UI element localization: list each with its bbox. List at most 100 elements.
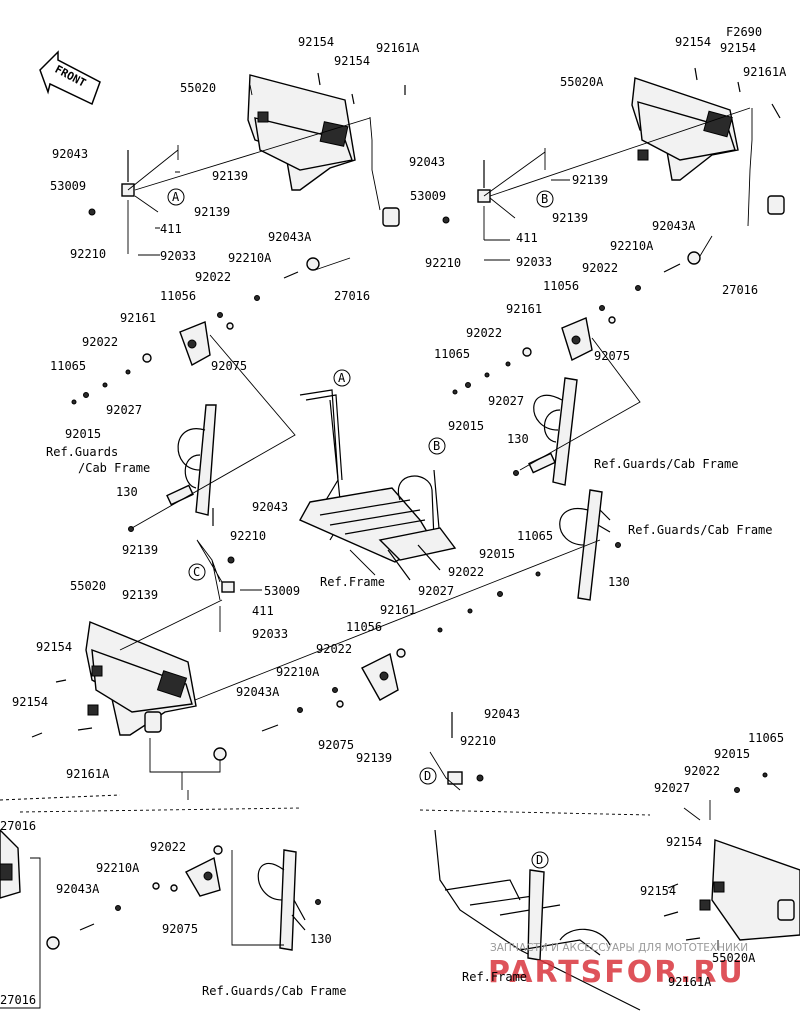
marker-b-top: B <box>536 190 554 208</box>
circle-markers: A B A B C D D <box>167 188 554 869</box>
label-11056: 11056 <box>346 620 382 634</box>
label-92022: 92022 <box>582 261 618 275</box>
label-92075: 92075 <box>318 738 354 752</box>
label-ref-guards-cab-frame: Ref.Guards/Cab Frame <box>594 457 739 471</box>
label-11065: 11065 <box>517 529 553 543</box>
label-53009: 53009 <box>264 584 300 598</box>
label-92022: 92022 <box>684 764 720 778</box>
label-130: 130 <box>507 432 529 446</box>
label-92210: 92210 <box>425 256 461 270</box>
label-11065: 11065 <box>434 347 470 361</box>
svg-text:D: D <box>536 853 543 867</box>
marker-c: C <box>188 563 206 581</box>
label-92015: 92015 <box>65 427 101 441</box>
label-92210: 92210 <box>460 734 496 748</box>
label-92022: 92022 <box>150 840 186 854</box>
label-92027: 92027 <box>488 394 524 408</box>
label-92022: 92022 <box>195 270 231 284</box>
label-92043: 92043 <box>52 147 88 161</box>
label-92015: 92015 <box>448 419 484 433</box>
lower-assembly <box>0 712 800 1011</box>
label-11056: 11056 <box>543 279 579 293</box>
svg-text:B: B <box>433 439 440 453</box>
label-92154: 92154 <box>666 835 702 849</box>
label-55020: 55020 <box>70 579 106 593</box>
label-11065: 11065 <box>50 359 86 373</box>
label-411: 411 <box>160 222 182 236</box>
label-92043a: 92043A <box>652 219 696 233</box>
watermark-line1: ЗАПЧАСТИ И АКСЕССУАРЫ ДЛЯ МОТОТЕХНИКИ <box>490 942 748 954</box>
label-92027: 92027 <box>106 403 142 417</box>
label-92027: 92027 <box>418 584 454 598</box>
svg-text:A: A <box>338 371 346 385</box>
label-92139: 92139 <box>122 543 158 557</box>
label-92043: 92043 <box>484 707 520 721</box>
label-92139: 92139 <box>552 211 588 225</box>
label-ref-cab-frame: /Cab Frame <box>78 461 150 475</box>
frame-center <box>299 389 457 581</box>
label-92154: 92154 <box>640 884 676 898</box>
label-ref-frame: Ref.Frame <box>462 970 527 984</box>
label-411: 411 <box>252 604 274 618</box>
label-27016: 27016 <box>0 819 36 833</box>
label-92161a: 92161A <box>66 767 110 781</box>
marker-d-frame: D <box>531 851 549 869</box>
label-92027: 92027 <box>654 781 690 795</box>
lamp-assembly-right <box>442 67 785 486</box>
lamp-assembly-left <box>71 72 406 532</box>
label-92154: 92154 <box>298 35 334 49</box>
watermark-line2: PARTSFOR.RU <box>488 955 745 990</box>
label-92154: 92154 <box>720 41 756 55</box>
label-92043: 92043 <box>252 500 288 514</box>
label-92161a: 92161A <box>376 41 420 55</box>
label-92210: 92210 <box>230 529 266 543</box>
label-92210a: 92210A <box>96 861 140 875</box>
label-92139: 92139 <box>212 169 248 183</box>
label-92210a: 92210A <box>276 665 320 679</box>
figure-code: F2690 <box>726 25 762 39</box>
svg-text:A: A <box>172 190 180 204</box>
label-92022: 92022 <box>316 642 352 656</box>
label-92033: 92033 <box>252 627 288 641</box>
label-92033: 92033 <box>516 255 552 269</box>
label-92161: 92161 <box>506 302 542 316</box>
label-ref-frame: Ref.Frame <box>320 575 385 589</box>
label-92033: 92033 <box>160 249 196 263</box>
label-92161a: 92161A <box>743 65 787 79</box>
watermark: ЗАПЧАСТИ И АКСЕССУАРЫ ДЛЯ МОТОТЕХНИКИ PA… <box>488 942 748 990</box>
label-55020a: 55020A <box>712 951 756 965</box>
label-27016: 27016 <box>0 993 36 1007</box>
svg-text:D: D <box>424 769 431 783</box>
label-92210: 92210 <box>70 247 106 261</box>
label-130: 130 <box>608 575 630 589</box>
label-27016: 27016 <box>722 283 758 297</box>
front-arrow: FRONT <box>39 50 101 106</box>
label-11065: 11065 <box>748 731 784 745</box>
label-92161: 92161 <box>380 603 416 617</box>
label-92043: 92043 <box>409 155 445 169</box>
label-130: 130 <box>310 932 332 946</box>
label-92154: 92154 <box>36 640 72 654</box>
label-92154: 92154 <box>12 695 48 709</box>
label-92210a: 92210A <box>610 239 654 253</box>
svg-text:C: C <box>193 565 200 579</box>
label-53009: 53009 <box>410 189 446 203</box>
label-92139: 92139 <box>122 588 158 602</box>
label-92075: 92075 <box>211 359 247 373</box>
label-55020: 55020 <box>180 81 216 95</box>
label-92161: 92161 <box>120 311 156 325</box>
label-92022: 92022 <box>448 565 484 579</box>
label-92139: 92139 <box>194 205 230 219</box>
marker-d-lower: D <box>419 767 437 785</box>
svg-text:B: B <box>541 192 548 206</box>
label-27016: 27016 <box>334 289 370 303</box>
label-ref-guards-cab-frame: Ref.Guards/Cab Frame <box>628 523 773 537</box>
label-92154: 92154 <box>675 35 711 49</box>
label-92043a: 92043A <box>56 882 100 896</box>
label-ref-guards-cab-frame: Ref.Guards/Cab Frame <box>202 984 347 998</box>
label-92043a: 92043A <box>236 685 280 699</box>
label-ref-guards: Ref.Guards <box>46 445 118 459</box>
lamp-assembly-middle <box>31 489 621 800</box>
label-92022: 92022 <box>82 335 118 349</box>
